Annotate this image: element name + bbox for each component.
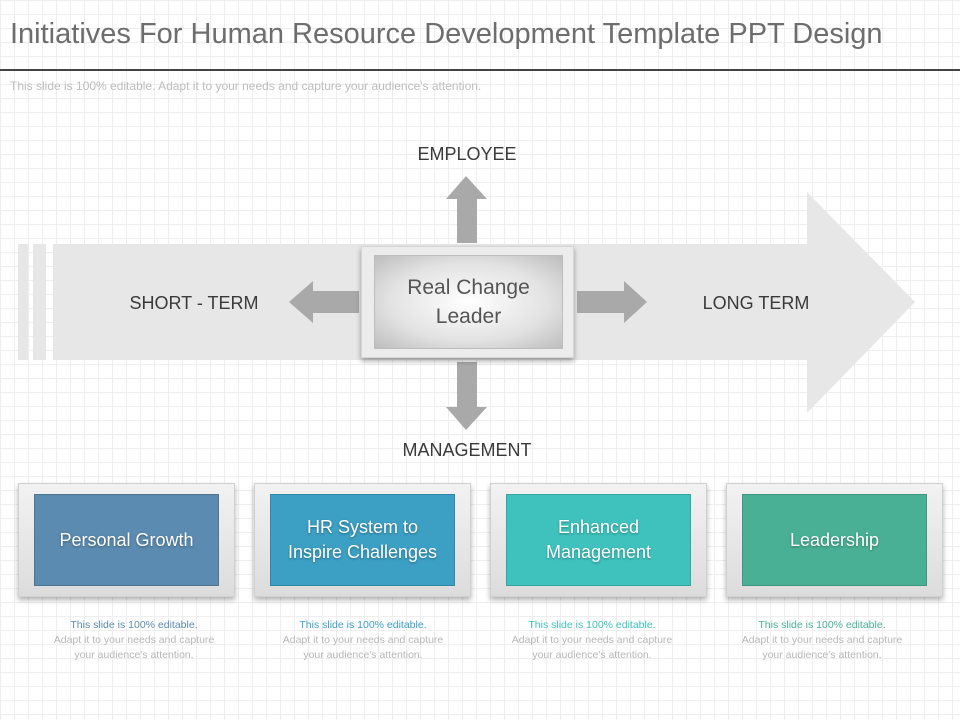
employee-label: EMPLOYEE [417, 144, 517, 164]
center-box: Real Change Leader [361, 246, 574, 358]
card-personal-growth: Personal Growth [18, 483, 235, 597]
caption-body: Adapt it to your needs and capture your … [53, 634, 215, 661]
short-term-label: SHORT - TERM [129, 293, 259, 313]
card-label: Personal Growth [34, 494, 219, 586]
caption-highlight: This slide is 100% editable. [299, 619, 427, 631]
left-arrow [289, 281, 359, 323]
caption-body: Adapt it to your needs and capture your … [511, 634, 673, 661]
arrow-tail-stripe [33, 244, 46, 360]
caption-highlight: This slide is 100% editable. [758, 619, 886, 631]
management-label: MANAGEMENT [402, 440, 532, 460]
card-hr-system: HR System to Inspire Challenges [254, 483, 471, 597]
card-label: Leadership [742, 494, 927, 586]
right-arrow [577, 281, 647, 323]
caption-highlight: This slide is 100% editable. [70, 619, 198, 631]
arrow-tail-stripe [18, 244, 28, 360]
card-caption: This slide is 100% editable. Adapt it to… [738, 618, 906, 663]
card-label: Enhanced Management [506, 494, 691, 586]
card-leadership: Leadership [726, 483, 943, 597]
slide-title: Initiatives For Human Resource Developme… [10, 18, 883, 50]
slide-subtitle: This slide is 100% editable. Adapt it to… [10, 79, 482, 93]
center-box-label: Real Change Leader [374, 255, 563, 349]
caption-body: Adapt it to your needs and capture your … [741, 634, 903, 661]
card-label: HR System to Inspire Challenges [270, 494, 455, 586]
up-arrow [446, 176, 487, 243]
card-caption: This slide is 100% editable. Adapt it to… [279, 618, 447, 663]
card-caption: This slide is 100% editable. Adapt it to… [50, 618, 218, 663]
card-caption: This slide is 100% editable. Adapt it to… [508, 618, 676, 663]
title-divider [0, 69, 960, 71]
caption-body: Adapt it to your needs and capture your … [282, 634, 444, 661]
caption-highlight: This slide is 100% editable. [528, 619, 656, 631]
card-enhanced-management: Enhanced Management [490, 483, 707, 597]
long-term-label: LONG TERM [702, 293, 810, 313]
down-arrow [446, 362, 487, 430]
